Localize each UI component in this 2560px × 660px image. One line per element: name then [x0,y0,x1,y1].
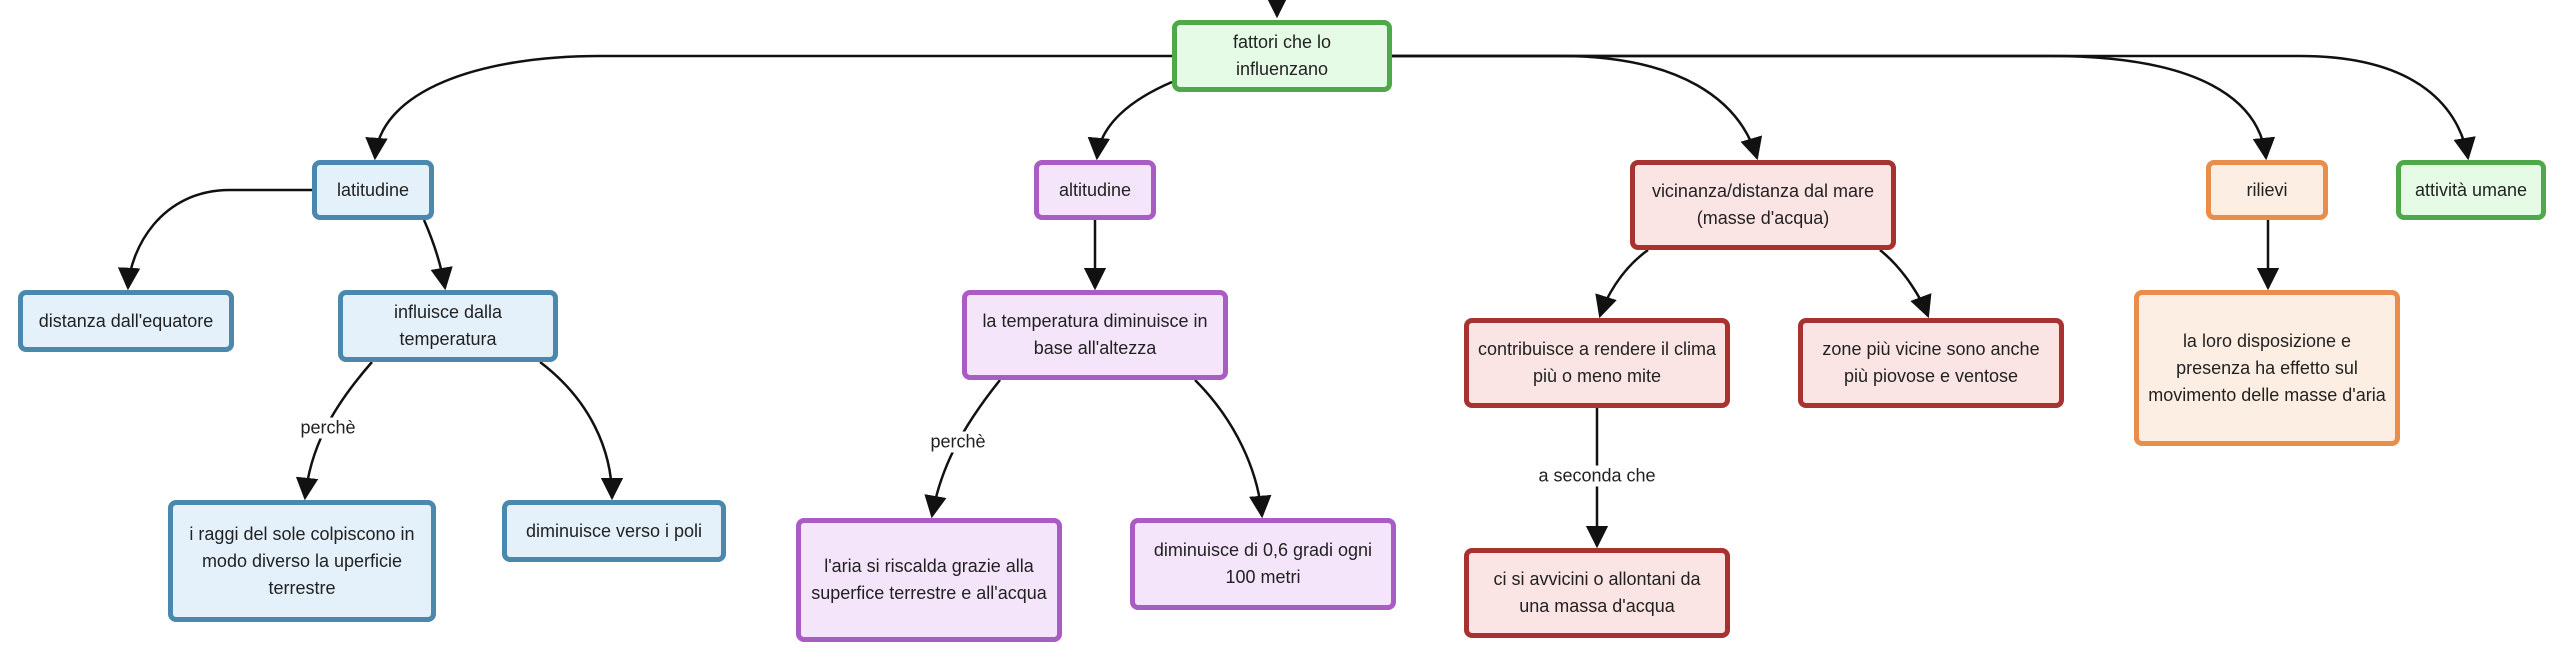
edge-temp_alt-to-gradi [1194,379,1272,519]
node-temp-alt[interactable]: la temperatura diminuisce in base all'al… [962,290,1228,380]
node-aria[interactable]: l'aria si riscalda grazie alla superfice… [796,518,1062,642]
edge-label: a seconda che [1535,465,1659,487]
node-altitudine[interactable]: altitudine [1034,160,1156,220]
edge-mare-to-mite [1595,248,1649,319]
node-influisce[interactable]: influisce dalla temperatura [338,290,558,362]
node-root[interactable]: fattori che lo influenzano [1172,20,1392,92]
node-poli[interactable]: diminuisce verso i poli [502,500,726,562]
node-equatore[interactable]: distanza dall'equatore [18,290,234,352]
node-gradi[interactable]: diminuisce di 0,6 gradi ogni 100 metri [1130,518,1396,610]
node-latitudine[interactable]: latitudine [312,160,434,220]
edge-mare-to-piovose [1879,249,1932,319]
node-disposizione[interactable]: la loro disposizione e presenza ha effet… [2134,290,2400,446]
edge-latitudine-to-equatore [117,188,312,291]
edge-root-to-latitudine [365,54,1172,161]
node-raggi[interactable]: i raggi del sole colpiscono in modo dive… [168,500,436,622]
edge-root-to-rilievi [1392,54,2276,161]
node-massa[interactable]: ci si avvicini o allontani da una massa … [1464,548,1730,638]
node-mare[interactable]: vicinanza/distanza dal mare (masse d'acq… [1630,160,1896,250]
node-mite[interactable]: contribuisce a rendere il clima più o me… [1464,318,1730,408]
node-umane[interactable]: attività umane [2396,160,2546,220]
edge-influisce-to-poli [539,361,624,501]
edge-root-to-umane [1392,54,2476,161]
edge-root-to-mare [1392,54,1763,161]
node-piovose[interactable]: zone più vicine sono anche più piovose e… [1798,318,2064,408]
edge-root-to-altitudine [1087,80,1173,161]
edge-latitudine-to-influisce [422,219,453,291]
node-rilievi[interactable]: rilievi [2206,160,2328,220]
edge-label: perchè [927,431,989,453]
edge-label: perchè [297,417,359,439]
